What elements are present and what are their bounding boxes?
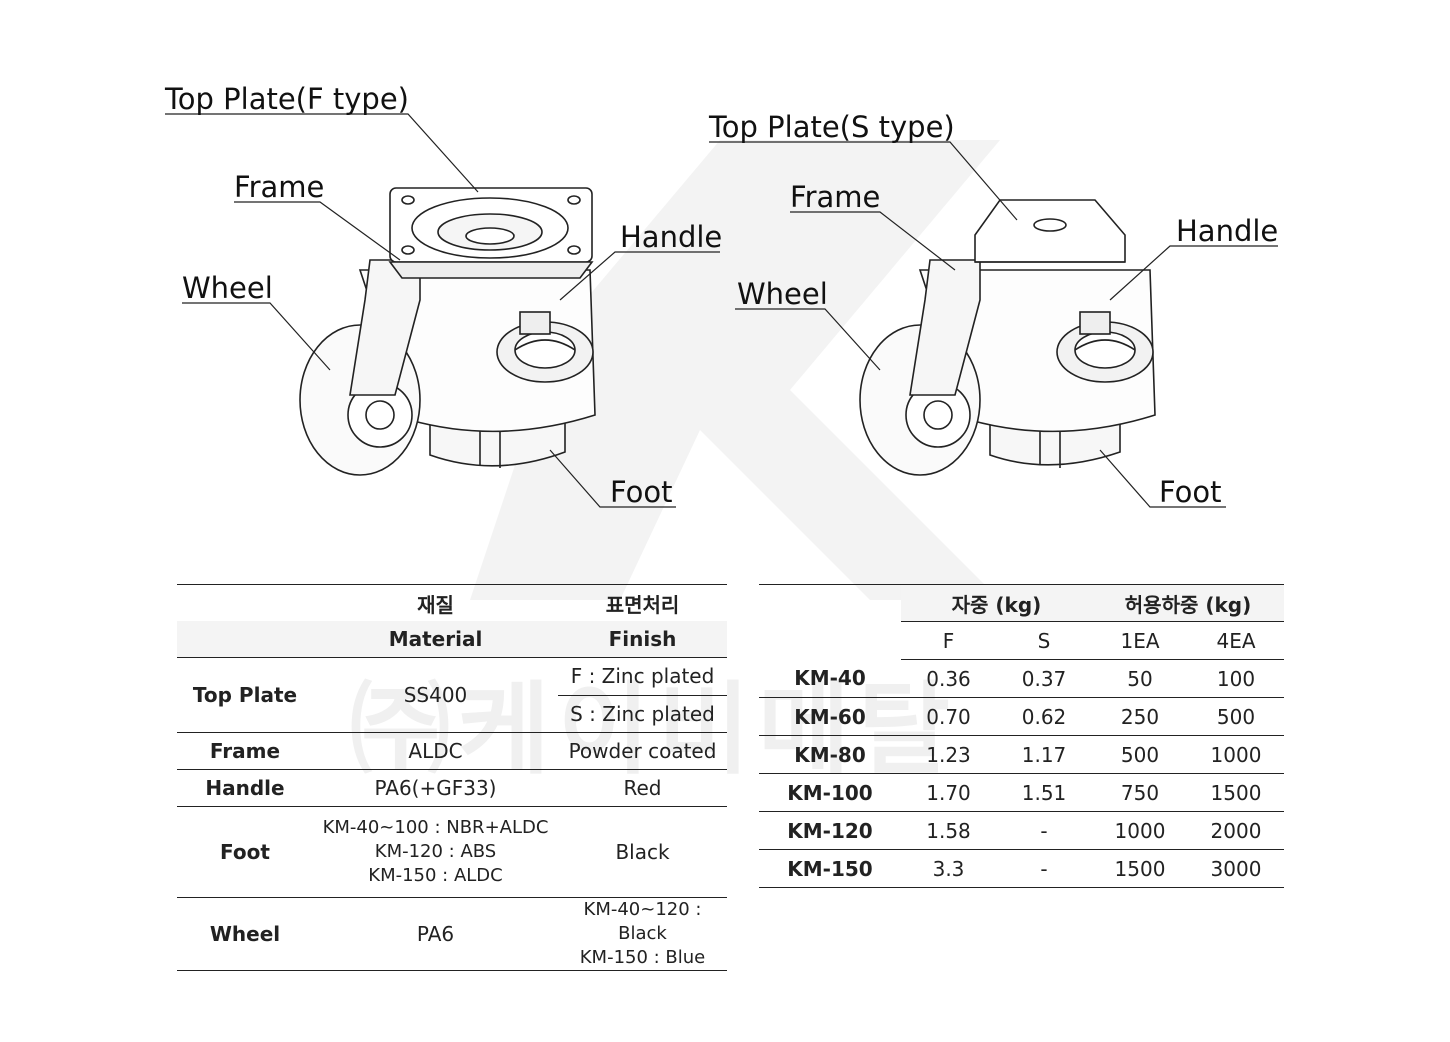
col-header-4ea: 4EA [1188,621,1284,660]
table-row: KM-60 0.70 0.62 250 500 [759,697,1284,736]
table-row: KM-120 1.58 - 1000 2000 [759,811,1284,850]
label-top-plate-s: Top Plate(S type) [709,110,955,144]
label-frame-f: Frame [234,170,325,204]
part-material: ALDC [313,732,558,770]
part-name: Frame [177,732,313,770]
part-material: SS400 [313,657,558,733]
part-finish: Powder coated [558,732,727,770]
model-name: KM-80 [759,735,901,774]
header-allowable-load: 허용하중 (kg) [1092,584,1284,622]
load-4ea: 3000 [1210,856,1262,881]
table-row: KM-80 1.23 1.17 500 1000 [759,735,1284,774]
label-frame-s: Frame [790,180,881,214]
weight-s: 0.37 [996,659,1092,698]
load-1ea: 250 [1092,697,1188,736]
part-name: Wheel [209,922,281,946]
weight-f: 1.70 [901,773,996,812]
weight-s: - [1040,856,1048,881]
load-4ea: 100 [1188,659,1284,698]
table-row: Handle PA6(+GF33) Red [177,769,727,807]
load-4ea: 500 [1188,697,1284,736]
weight-s: 1.51 [996,773,1092,812]
label-foot-f: Foot [610,475,673,509]
header-finish-en: Finish [558,621,727,658]
label-handle-f: Handle [620,220,723,254]
table-row: S : Zinc plated [177,695,727,733]
part-material: PA6 [416,922,455,946]
table-row: KM-100 1.70 1.51 750 1500 [759,773,1284,812]
header-finish-ko: 표면처리 [605,592,680,617]
part-name: Top Plate [177,657,313,733]
part-name: Foot [177,806,313,898]
load-4ea: 2000 [1188,811,1284,850]
caster-f-type-illustration [299,187,596,476]
load-4ea: 1000 [1188,735,1284,774]
model-name: KM-150 [787,856,873,881]
watermark-logo [470,140,1000,600]
part-material: KM-40~100 : NBR+ALDC KM-120 : ABS KM-150… [313,806,558,898]
part-finish: Red [558,769,727,807]
foot-material-line: KM-120 : ABS [374,841,497,862]
part-finish: KM-40~120 : Black KM-150 : Blue [558,898,727,971]
part-finish: S : Zinc plated [558,695,727,733]
load-1ea: 1500 [1114,856,1166,881]
table-row: Top Plate SS400 F : Zinc plated [177,657,727,733]
weight-load-table: 자중 (kg) 허용하중 (kg) F S 1EA 4EA KM-40 0.36… [759,584,1284,888]
table-row: KM-40 0.36 0.37 50 100 [759,659,1284,698]
weight-f: 0.36 [901,659,996,698]
load-1ea: 500 [1092,735,1188,774]
material-finish-table: 재질 표면처리 Material Finish Top Plate SS400 … [177,584,727,971]
label-top-plate-f: Top Plate(F type) [165,82,409,116]
model-name: KM-40 [759,659,901,698]
caster-diagram [165,113,1278,508]
weight-s: 1.17 [996,735,1092,774]
wheel-finish-line: KM-150 : Blue [579,947,706,968]
part-material: PA6(+GF33) [313,769,558,807]
weight-s: 0.62 [996,697,1092,736]
part-name: Handle [177,769,313,807]
label-foot-s: Foot [1159,475,1222,509]
foot-material-line: KM-150 : ALDC [368,865,503,886]
wheel-finish-line: KM-40~120 : Black [583,899,702,944]
part-finish: F : Zinc plated [558,657,727,696]
weight-f: 1.58 [901,811,996,850]
foot-material-line: KM-40~100 : NBR+ALDC [322,817,549,838]
header-material-en: Material [313,621,558,658]
label-wheel-f: Wheel [182,271,273,305]
label-wheel-s: Wheel [737,277,828,311]
weight-f: 1.23 [901,735,996,774]
part-finish: Black [558,806,727,898]
table-row: F S 1EA 4EA [759,621,1284,660]
load-1ea: 750 [1092,773,1188,812]
weight-f: 3.3 [932,856,965,881]
weight-s: - [996,811,1092,850]
table-row: Frame ALDC Powder coated [177,732,727,770]
col-header-s: S [996,621,1092,660]
load-1ea: 50 [1092,659,1188,698]
header-material-ko: 재질 [417,592,454,617]
model-name: KM-60 [759,697,901,736]
label-handle-s: Handle [1176,214,1279,248]
load-4ea: 1500 [1188,773,1284,812]
col-header-1ea: 1EA [1092,621,1188,660]
col-header-f: F [901,621,996,660]
weight-f: 0.70 [901,697,996,736]
table-row: KM-150 3.3 - 1500 3000 [759,850,1284,888]
caster-s-type-illustration [859,199,1156,476]
load-1ea: 1000 [1092,811,1188,850]
header-self-weight: 자중 (kg) [901,584,1092,622]
table-row: Wheel PA6 KM-40~120 : Black KM-150 : Blu… [177,898,727,971]
table-row: Foot KM-40~100 : NBR+ALDC KM-120 : ABS K… [177,806,727,898]
model-name: KM-100 [759,773,901,812]
model-name: KM-120 [759,811,901,850]
